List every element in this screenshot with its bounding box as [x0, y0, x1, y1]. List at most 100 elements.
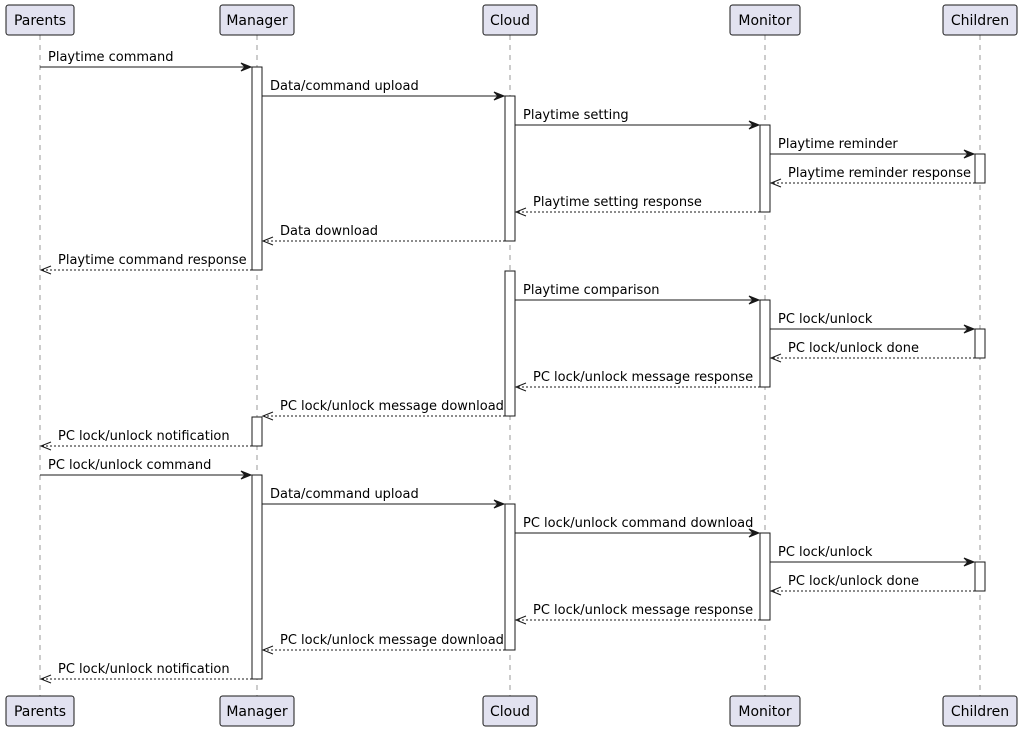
- activation-bar-cloud: [504, 270, 516, 417]
- message-label: PC lock/unlock message response: [533, 603, 753, 618]
- message-19: PC lock/unlock message response: [514, 603, 760, 625]
- arrowhead-icon: [963, 149, 976, 159]
- message-label: Playtime setting response: [533, 195, 702, 210]
- participant-children-bottom: Children: [942, 695, 1018, 727]
- participant-monitor-bottom: Monitor: [729, 695, 801, 727]
- arrowhead-icon: [748, 295, 761, 305]
- message-label: Data/command upload: [270, 79, 419, 94]
- participant-box: [5, 695, 75, 727]
- participant-box: [942, 4, 1018, 36]
- message-label: Playtime command: [48, 50, 174, 65]
- message-label: Playtime reminder: [778, 137, 898, 152]
- open-arrowhead-icon: [514, 382, 527, 392]
- activation-bar-monitor: [759, 124, 771, 213]
- participant-box: [942, 695, 1018, 727]
- participant-label: Children: [951, 704, 1009, 720]
- open-arrowhead-icon: [39, 265, 52, 275]
- activation-bar-monitor: [759, 299, 771, 388]
- message-7: Playtime command response: [39, 253, 252, 275]
- participant-children-top: Children: [942, 4, 1018, 36]
- arrowhead-icon: [493, 91, 506, 101]
- arrowhead-icon: [240, 62, 253, 72]
- message-1: Data/command upload: [262, 79, 506, 101]
- message-4: Playtime reminder response: [769, 166, 975, 188]
- message-20: PC lock/unlock message download: [261, 633, 505, 655]
- participant-label: Cloud: [490, 704, 530, 720]
- arrowhead-icon: [963, 324, 976, 334]
- message-16: PC lock/unlock command download: [515, 516, 761, 538]
- participant-box: [219, 695, 295, 727]
- activation-bar-manager: [251, 416, 263, 447]
- message-9: PC lock/unlock: [770, 312, 976, 334]
- arrowhead-icon: [748, 120, 761, 130]
- open-arrowhead-icon: [514, 615, 527, 625]
- participant-box: [729, 695, 801, 727]
- message-5: Playtime setting response: [514, 195, 760, 217]
- message-8: Playtime comparison: [515, 283, 761, 305]
- message-label: Playtime setting: [523, 108, 629, 123]
- message-label: PC lock/unlock: [778, 312, 873, 327]
- participant-manager-bottom: Manager: [219, 695, 295, 727]
- participant-parents-bottom: Parents: [5, 695, 75, 727]
- message-label: PC lock/unlock command download: [523, 516, 753, 531]
- activation-bars: [251, 66, 986, 680]
- activation-bar-children: [974, 561, 986, 592]
- participant-cloud-top: Cloud: [482, 4, 538, 36]
- participant-label: Children: [951, 13, 1009, 29]
- message-2: Playtime setting: [515, 108, 761, 130]
- participant-box: [482, 695, 538, 727]
- open-arrowhead-icon: [39, 441, 52, 451]
- open-arrowhead-icon: [261, 645, 274, 655]
- open-arrowhead-icon: [261, 236, 274, 246]
- participant-cloud-bottom: Cloud: [482, 695, 538, 727]
- activation-bar-children: [974, 328, 986, 359]
- participant-label: Manager: [226, 13, 288, 29]
- message-3: Playtime reminder: [770, 137, 976, 159]
- participant-label: Monitor: [738, 704, 791, 720]
- activation-bar-cloud: [504, 503, 516, 651]
- message-label: PC lock/unlock notification: [58, 429, 230, 444]
- message-label: PC lock/unlock done: [788, 341, 919, 356]
- message-13: PC lock/unlock notification: [39, 429, 252, 451]
- arrowhead-icon: [748, 528, 761, 538]
- participant-box: [482, 4, 538, 36]
- open-arrowhead-icon: [39, 674, 52, 684]
- message-label: PC lock/unlock notification: [58, 662, 230, 677]
- open-arrowhead-icon: [769, 178, 782, 188]
- message-21: PC lock/unlock notification: [39, 662, 252, 684]
- participant-label: Monitor: [738, 13, 791, 29]
- participant-monitor-top: Monitor: [729, 4, 801, 36]
- participant-label: Cloud: [490, 13, 530, 29]
- message-6: Data download: [261, 224, 505, 246]
- message-11: PC lock/unlock message response: [514, 370, 760, 392]
- participant-manager-top: Manager: [219, 4, 295, 36]
- activation-bar-cloud: [504, 95, 516, 242]
- open-arrowhead-icon: [769, 353, 782, 363]
- message-10: PC lock/unlock done: [769, 341, 975, 363]
- message-0: Playtime command: [40, 50, 253, 72]
- message-label: PC lock/unlock message download: [280, 399, 504, 414]
- message-label: Playtime command response: [58, 253, 247, 268]
- message-17: PC lock/unlock: [770, 545, 976, 567]
- arrowhead-icon: [240, 470, 253, 480]
- message-label: Playtime reminder response: [788, 166, 971, 181]
- open-arrowhead-icon: [261, 411, 274, 421]
- participant-box: [5, 4, 75, 36]
- message-label: PC lock/unlock message response: [533, 370, 753, 385]
- activation-bar-monitor: [759, 532, 771, 621]
- open-arrowhead-icon: [769, 586, 782, 596]
- activation-bar-manager: [251, 66, 263, 271]
- message-18: PC lock/unlock done: [769, 574, 975, 596]
- message-label: PC lock/unlock message download: [280, 633, 504, 648]
- participant-box: [729, 4, 801, 36]
- participant-box: [219, 4, 295, 36]
- message-label: PC lock/unlock done: [788, 574, 919, 589]
- message-label: PC lock/unlock: [778, 545, 873, 560]
- message-label: Data/command upload: [270, 487, 419, 502]
- arrowhead-icon: [963, 557, 976, 567]
- participant-label: Parents: [14, 704, 66, 720]
- message-15: Data/command upload: [262, 487, 506, 509]
